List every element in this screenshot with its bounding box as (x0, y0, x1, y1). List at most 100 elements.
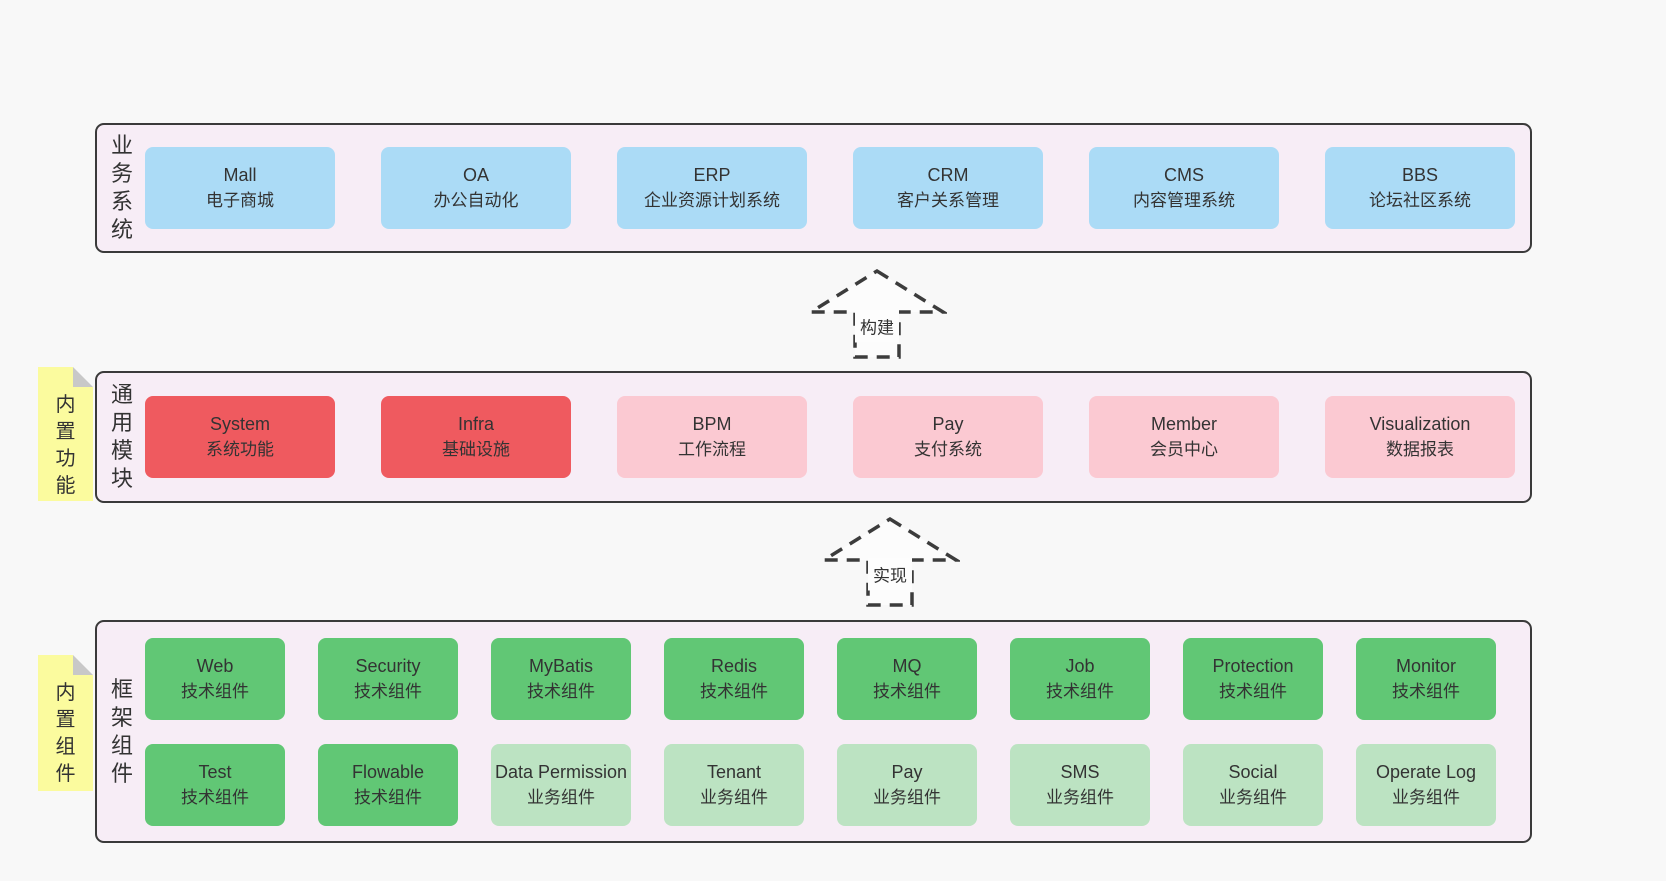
note-label: 内置功能 (55, 394, 76, 497)
box-title: CRM (927, 165, 969, 185)
box-title: Security (355, 655, 421, 676)
panel-label-modules: 通用模块 (110, 382, 133, 491)
box-monitor: Monitor 技术组件 (1356, 637, 1496, 720)
box-operate-log: Operate Log 业务组件 (1356, 743, 1496, 826)
box-subtitle: 技术组件 (354, 681, 422, 701)
box-subtitle: 业务组件 (873, 787, 941, 807)
box-subtitle: 内容管理系统 (1133, 191, 1235, 210)
box-subtitle: 工作流程 (678, 440, 746, 459)
framework-box-grid: Web 技术组件 Security 技术组件 MyBatis 技术组件 Redi… (145, 637, 1496, 826)
box-infra: Infra 基础设施 (381, 396, 571, 478)
panel-label-business: 业务系统 (110, 133, 133, 242)
box-cms: CMS 内容管理系统 (1089, 147, 1279, 229)
box-bpm: BPM 工作流程 (617, 396, 807, 478)
box-title: Data Permission (494, 761, 628, 782)
box-subtitle: 技术组件 (1219, 681, 1287, 701)
panel-label-framework: 框架组件 (110, 676, 133, 786)
box-mybatis: MyBatis 技术组件 (491, 637, 631, 720)
box-subtitle: 业务组件 (1219, 787, 1287, 807)
box-subtitle: 技术组件 (873, 681, 941, 701)
box-subtitle: 企业资源计划系统 (644, 191, 780, 210)
box-title: Protection (1212, 655, 1294, 676)
implement-arrow: 实现 (820, 516, 960, 608)
box-security: Security 技术组件 (318, 637, 458, 720)
box-pay: Pay 支付系统 (853, 396, 1043, 478)
box-mq: MQ 技术组件 (837, 637, 977, 720)
box-title: ERP (693, 165, 731, 185)
box-erp: ERP 企业资源计划系统 (617, 147, 807, 229)
build-arrow-label: 构建 (855, 309, 899, 343)
box-data-permission: Data Permission 业务组件 (491, 743, 631, 826)
box-title: CMS (1164, 165, 1204, 185)
box-subtitle: 技术组件 (700, 681, 768, 701)
box-subtitle: 电子商城 (206, 191, 274, 210)
box-title: Operate Log (1375, 761, 1477, 782)
box-subtitle: 技术组件 (1392, 681, 1460, 701)
builtin-features-note: 内置功能 (38, 367, 93, 501)
box-title: OA (462, 165, 489, 185)
business-systems-panel: 业务系统 Mall 电子商城 OA 办公自动化 ERP 企业资源计划系统 CRM… (95, 123, 1532, 253)
box-subtitle: 论坛社区系统 (1369, 191, 1471, 210)
box-subtitle: 基础设施 (442, 440, 510, 459)
box-mall: Mall 电子商城 (145, 147, 335, 229)
box-title: Infra (457, 414, 495, 434)
box-subtitle: 技术组件 (181, 787, 249, 807)
box-protection: Protection 技术组件 (1183, 637, 1323, 720)
box-bbs: BBS 论坛社区系统 (1325, 147, 1515, 229)
box-subtitle: 业务组件 (1392, 787, 1460, 807)
box-job: Job 技术组件 (1010, 637, 1150, 720)
modules-box-row: System 系统功能 Infra 基础设施 BPM 工作流程 Pay 支付系统… (145, 396, 1515, 478)
note-label: 内置组件 (55, 682, 76, 785)
box-subtitle: 办公自动化 (433, 191, 519, 210)
box-crm: CRM 客户关系管理 (853, 147, 1043, 229)
box-title: Job (1065, 655, 1095, 676)
box-subtitle: 客户关系管理 (897, 191, 999, 210)
box-subtitle: 技术组件 (181, 681, 249, 701)
box-subtitle: 技术组件 (1046, 681, 1114, 701)
box-subtitle: 技术组件 (527, 681, 595, 701)
box-title: Social (1228, 761, 1278, 782)
build-arrow: 构建 (807, 268, 947, 360)
box-social: Social 业务组件 (1183, 743, 1323, 826)
box-subtitle: 业务组件 (1046, 787, 1114, 807)
common-modules-panel: 通用模块 System 系统功能 Infra 基础设施 BPM 工作流程 Pay… (95, 371, 1532, 503)
box-title: Tenant (706, 761, 762, 782)
box-oa: OA 办公自动化 (381, 147, 571, 229)
box-test: Test 技术组件 (145, 743, 285, 826)
box-title: System (209, 414, 270, 434)
implement-arrow-label: 实现 (868, 557, 912, 591)
box-title: BPM (692, 414, 732, 434)
box-subtitle: 会员中心 (1150, 440, 1218, 459)
box-subtitle: 业务组件 (700, 787, 768, 807)
box-visualization: Visualization 数据报表 (1325, 396, 1515, 478)
box-system: System 系统功能 (145, 396, 335, 478)
box-title: Redis (710, 655, 758, 676)
box-pay-biz: Pay 业务组件 (837, 743, 977, 826)
box-subtitle: 技术组件 (354, 787, 422, 807)
box-tenant: Tenant 业务组件 (664, 743, 804, 826)
box-title: BBS (1401, 165, 1439, 185)
box-title: Mall (223, 165, 257, 185)
box-redis: Redis 技术组件 (664, 637, 804, 720)
framework-components-panel: 框架组件 Web 技术组件 Security 技术组件 MyBatis 技术组件… (95, 620, 1532, 843)
box-title: SMS (1060, 761, 1100, 782)
box-flowable: Flowable 技术组件 (318, 743, 458, 826)
box-web: Web 技术组件 (145, 637, 285, 720)
box-subtitle: 系统功能 (206, 440, 274, 459)
box-title: MyBatis (528, 655, 593, 676)
business-box-row: Mall 电子商城 OA 办公自动化 ERP 企业资源计划系统 CRM 客户关系… (145, 147, 1515, 229)
box-title: Pay (891, 761, 923, 782)
builtin-components-note: 内置组件 (38, 655, 93, 791)
box-sms: SMS 业务组件 (1010, 743, 1150, 826)
box-member: Member 会员中心 (1089, 396, 1279, 478)
box-title: Test (198, 761, 232, 782)
box-title: Visualization (1369, 414, 1471, 434)
box-title: MQ (892, 655, 922, 676)
box-subtitle: 数据报表 (1386, 440, 1454, 459)
box-title: Web (196, 655, 234, 676)
box-title: Flowable (351, 761, 425, 782)
box-title: Monitor (1395, 655, 1457, 676)
box-subtitle: 业务组件 (527, 787, 595, 807)
box-title: Member (1150, 414, 1217, 434)
box-title: Pay (932, 414, 964, 434)
